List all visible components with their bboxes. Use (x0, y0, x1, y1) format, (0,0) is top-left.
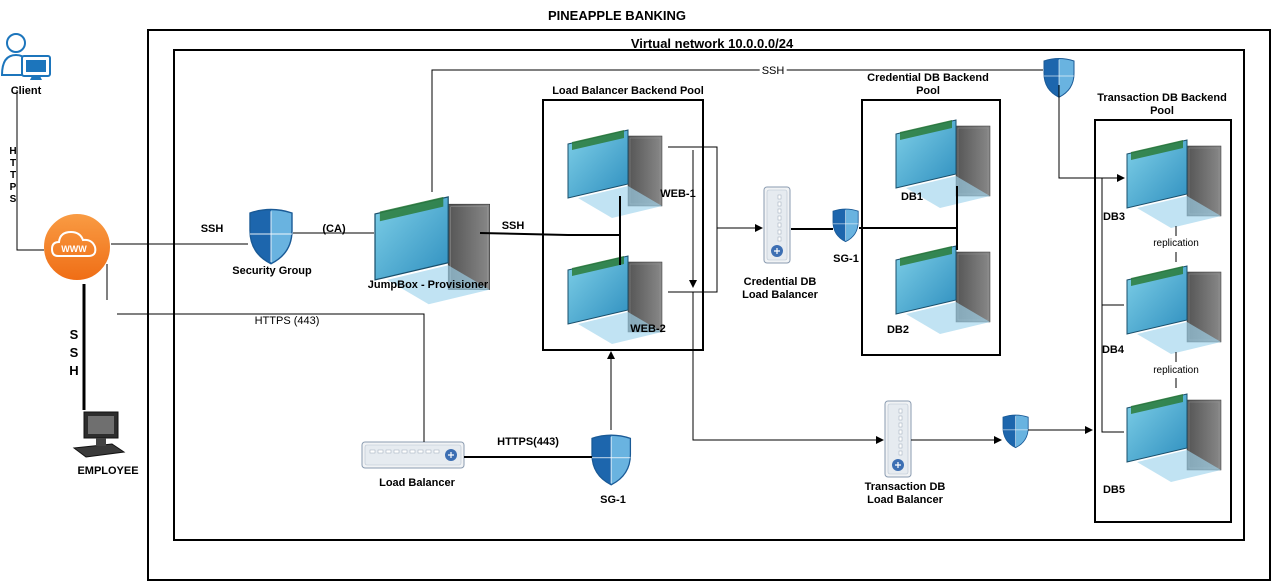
db3-server-icon (1126, 139, 1222, 229)
ca-label: (CA) (322, 223, 346, 235)
jumpbox-label: JumpBox - Provisioner (367, 279, 489, 291)
cred-db-lb-icon (763, 186, 791, 264)
svg-text:WWW: WWW (61, 244, 87, 254)
replication-2-label: replication (1153, 365, 1199, 376)
db5-label: DB5 (1102, 484, 1126, 496)
ssh-to-sg-label: SSH (200, 223, 224, 235)
client-icon (0, 33, 51, 80)
db4-server-icon (1126, 265, 1222, 355)
replication-1-label: replication (1153, 238, 1199, 249)
txn-shield-icon (1002, 414, 1029, 449)
client-label: Client (10, 85, 42, 97)
db3-label: DB3 (1102, 211, 1126, 223)
web1-label: WEB-1 (660, 188, 696, 200)
db2-server-icon (895, 245, 991, 335)
db5-server-icon (1126, 393, 1222, 483)
txn-db-lb-icon (884, 400, 912, 478)
diagram-title: PINEAPPLE BANKING (548, 8, 686, 23)
security-group-label: Security Group (232, 265, 312, 277)
https-443-bottom-label: HTTPS(443) (497, 436, 559, 448)
sg1-cred-shield-icon (832, 208, 859, 243)
db1-label: DB1 (900, 191, 924, 203)
load-balancer-icon (361, 441, 465, 469)
db4-label: DB4 (1101, 344, 1125, 356)
sg1-web-shield-icon (591, 434, 632, 486)
lb-backend-pool-box (542, 99, 704, 351)
vnet-boundary (173, 49, 1245, 541)
web1-server-icon (567, 129, 663, 219)
cred-db-lb-label: Credential DB Load Balancer (742, 276, 818, 301)
txn-db-pool-label: Transaction DB Backend Pool (1097, 92, 1227, 117)
ssh-jump-web-label: SSH (501, 220, 525, 232)
sg1-web-label: SG-1 (600, 494, 626, 506)
sg1-cred-label: SG-1 (833, 253, 859, 265)
ssh-top-label: SSH (759, 65, 787, 78)
cred-db-pool-label: Credential DB Backend Pool (867, 72, 989, 97)
txn-db-lb-label: Transaction DB Load Balancer (864, 481, 946, 506)
load-balancer-label: Load Balancer (379, 477, 455, 489)
vnet-label: Virtual network 10.0.0.0/24 (630, 36, 794, 51)
outer-boundary (147, 29, 1271, 581)
employee-label: EMPLOYEE (77, 465, 139, 477)
db2-label: DB2 (886, 324, 910, 336)
www-cloud-icon: WWW (42, 212, 112, 282)
employee-computer-icon (72, 411, 126, 458)
txn-db-pool-box (1094, 119, 1232, 523)
https-443-top-label: HTTPS (443) (254, 315, 320, 327)
web2-label: WEB-2 (630, 323, 666, 335)
security-group-shield-icon (249, 208, 293, 265)
lb-backend-pool-label: Load Balancer Backend Pool (552, 85, 704, 97)
